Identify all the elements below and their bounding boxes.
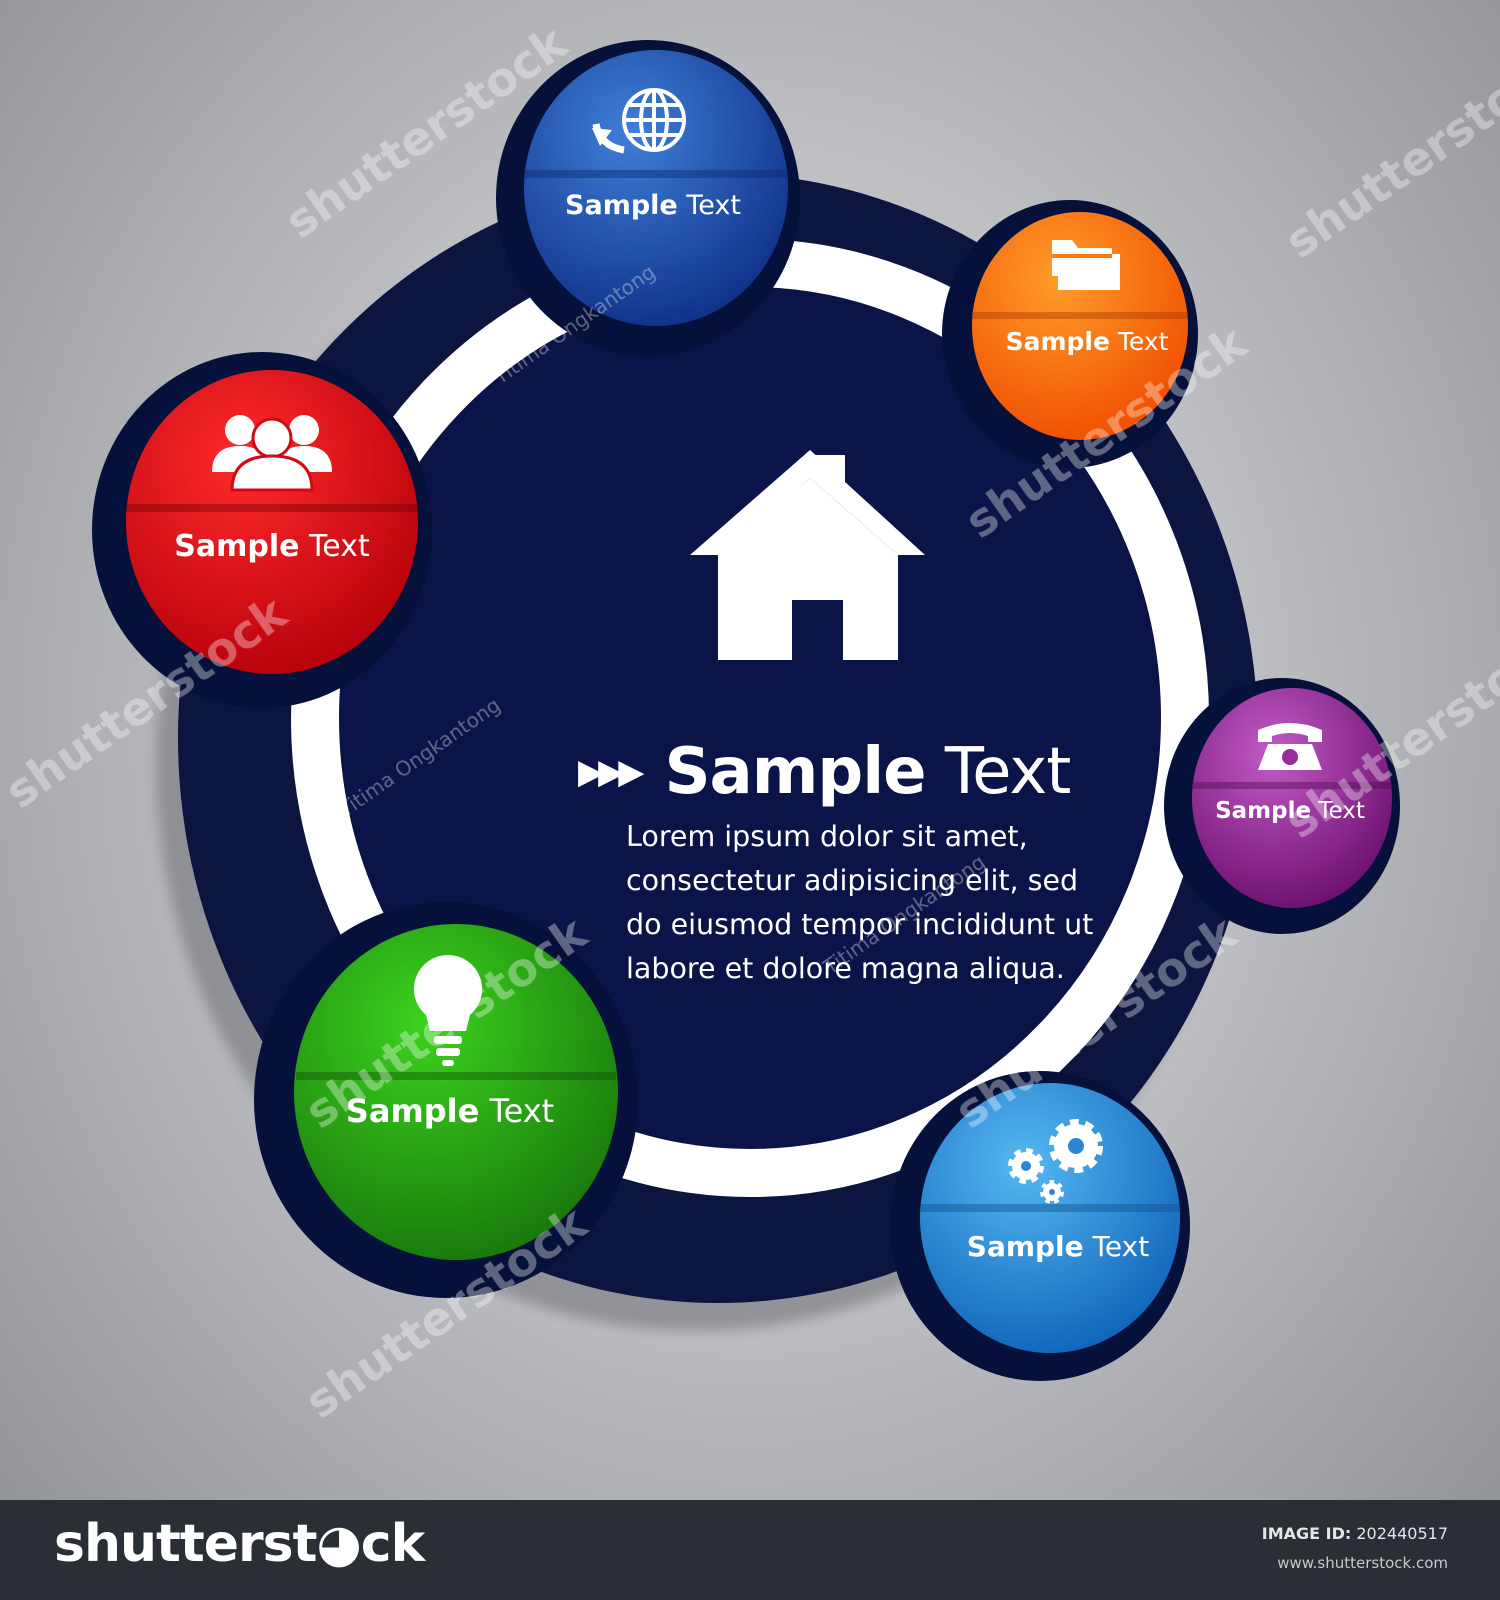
shutterstock-logo: shutterst◕ck [54,1514,425,1574]
node-phone-label: Sample Text [1215,798,1365,824]
node-people[interactable] [92,352,432,708]
svg-text:shutterstock: shutterstock [1275,35,1500,269]
node-bulb[interactable] [254,902,638,1298]
gears-icon [1008,1119,1103,1204]
center-heading: ▶▶▶ Sample Text [578,735,1098,809]
node-globe-label: Sample Text [565,190,741,221]
image-id: IMAGE ID: 202440517 [1261,1524,1448,1543]
folder-icon [1052,240,1120,290]
cycle-diagram: Sample Text Sample Text Sample Text Samp… [92,35,1500,1381]
lightbulb-icon [413,954,483,1066]
node-folder-label: Sample Text [1006,327,1169,356]
center-body-text: Lorem ipsum dolor sit amet, consectetur … [626,820,1094,985]
globe-icon [592,88,686,154]
node-phone[interactable] [1164,678,1400,934]
node-gears[interactable] [890,1071,1190,1381]
house-icon [690,450,925,660]
node-people-label: Sample Text [174,529,370,564]
node-bulb-label: Sample Text [346,1092,554,1130]
center-text-block: ▶▶▶ Sample Text Lorem ipsum dolor sit am… [578,735,1098,991]
node-globe[interactable] [496,40,800,356]
people-icon [212,415,332,492]
footer-bar: shutterst◕ck IMAGE ID: 202440517 www.shu… [0,1500,1500,1600]
node-gears-label: Sample Text [967,1230,1149,1263]
center-title: Sample Text [664,735,1071,809]
fast-forward-icon: ▶▶▶ [578,752,644,792]
site-url: www.shutterstock.com [1277,1554,1448,1572]
telephone-icon [1258,723,1322,770]
node-folder[interactable] [942,200,1198,468]
